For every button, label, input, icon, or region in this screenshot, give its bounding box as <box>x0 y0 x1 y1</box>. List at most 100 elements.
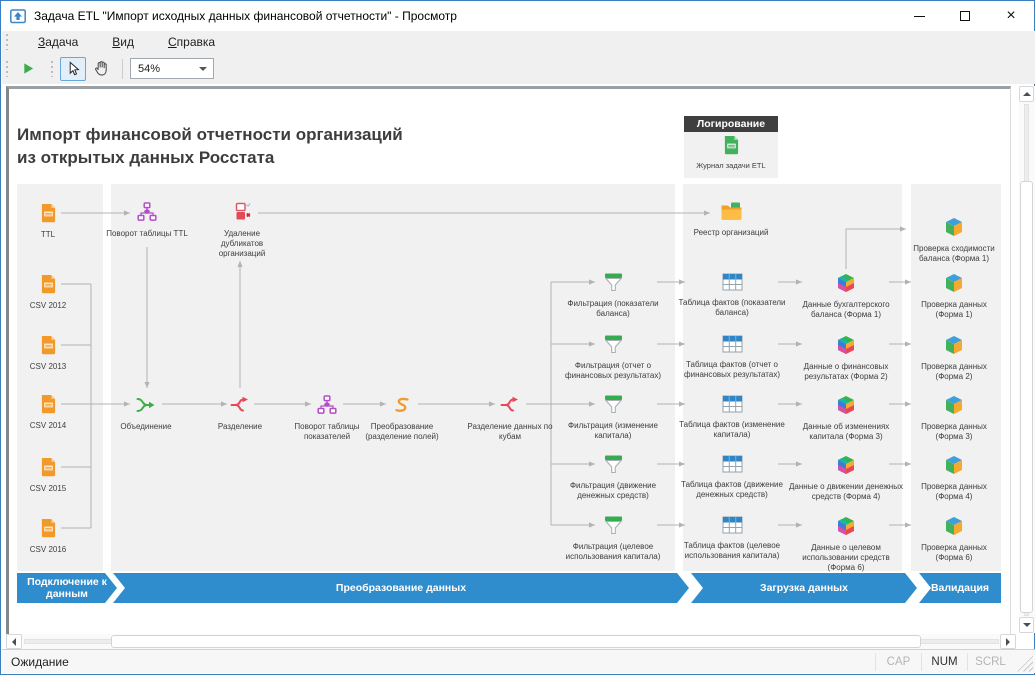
node-check-form1[interactable]: Проверка данных (Форма 1) <box>909 273 999 320</box>
horizontal-scrollbar[interactable] <box>6 634 1016 650</box>
etl-journal-icon[interactable] <box>723 136 740 155</box>
node-split[interactable]: Разделение <box>198 395 282 432</box>
node-cube-form1[interactable]: Данные бухгалтерского баланса (Форма 1) <box>790 273 902 320</box>
zoom-combobox[interactable]: 54% <box>130 58 214 79</box>
dedupe-icon <box>232 202 252 222</box>
app-icon <box>10 8 26 24</box>
node-check-form6[interactable]: Проверка данных (Форма 6) <box>909 516 999 563</box>
vertical-scrollbar[interactable] <box>1019 86 1035 633</box>
num-lock-indicator: NUM <box>921 652 967 671</box>
node-check-form4[interactable]: Проверка данных (Форма 4) <box>909 455 999 502</box>
node-cube-form3[interactable]: Данные об изменениях капитала (Форма 3) <box>790 395 902 442</box>
node-dedupe-orgs[interactable]: Удаление дубликатов организаций <box>205 202 279 259</box>
node-label: CSV 2012 <box>29 301 67 310</box>
node-csv-2012[interactable]: CSV 2012 <box>13 275 83 311</box>
node-label: Данные о целевом использовании средств (… <box>802 543 890 572</box>
lane-panel-transformation <box>111 184 675 571</box>
close-button[interactable]: × <box>988 1 1034 31</box>
table-icon <box>722 335 743 355</box>
play-icon <box>23 63 33 74</box>
run-button[interactable] <box>15 57 41 81</box>
node-label: Проверка данных (Форма 2) <box>921 362 987 381</box>
node-split-cubes[interactable]: Разделение данных по кубам <box>464 395 556 442</box>
vertical-scroll-thumb[interactable] <box>1020 181 1033 613</box>
node-cube-form6[interactable]: Данные о целевом использовании средств (… <box>794 516 898 573</box>
select-tool-button[interactable] <box>60 56 86 81</box>
node-label: Проверка данных (Форма 1) <box>921 300 987 319</box>
scroll-left-button[interactable] <box>6 634 22 649</box>
filter-icon <box>603 515 624 535</box>
node-check-form2[interactable]: Проверка данных (Форма 2) <box>909 335 999 382</box>
cursor-icon <box>69 61 80 76</box>
minimize-icon <box>913 15 925 17</box>
menu-grip <box>5 34 8 50</box>
node-pivot-indicators[interactable]: Поворот таблицы показателей <box>283 395 371 442</box>
file-orange-icon <box>40 395 57 415</box>
node-filter-capital[interactable]: Фильтрация (изменение капитала) <box>559 394 667 441</box>
node-filter-finresults[interactable]: Фильтрация (отчет о финансовых результат… <box>556 334 670 381</box>
merge-icon <box>136 395 156 415</box>
node-label: Фильтрация (показатели баланса) <box>567 299 659 318</box>
menu-item-help[interactable]: Справка <box>168 35 216 49</box>
node-check-balance-form1[interactable]: Проверка сходимости баланса (Форма 1) <box>906 217 1002 264</box>
node-csv-2016[interactable]: CSV 2016 <box>13 519 83 555</box>
minimize-button[interactable] <box>896 1 942 31</box>
horizontal-scroll-thumb[interactable] <box>111 635 921 648</box>
toolbar: 54% <box>2 53 1035 84</box>
split-icon <box>230 395 250 415</box>
node-fact-target[interactable]: Таблица фактов (целевое использования ка… <box>675 516 789 561</box>
node-merge[interactable]: Объединение <box>104 395 188 432</box>
node-fact-finresults[interactable]: Таблица фактов (отчет о финансовых резул… <box>675 335 789 380</box>
cube-icon <box>836 455 856 475</box>
node-label: Таблица фактов (отчет о финансовых резул… <box>684 360 780 379</box>
cube-icon <box>836 335 856 355</box>
node-fact-capital[interactable]: Таблица фактов (изменение капитала) <box>678 395 786 440</box>
etl-journal-label: Журнал задачи ETL <box>696 161 766 170</box>
table-icon <box>722 516 743 536</box>
node-transform-fields[interactable]: Преобразование (разделение полей) <box>352 395 452 442</box>
cube-check-icon <box>944 516 964 536</box>
file-orange-icon <box>40 204 57 224</box>
node-csv-2014[interactable]: CSV 2014 <box>13 395 83 431</box>
node-fact-balance[interactable]: Таблица фактов (показатели баланса) <box>678 273 786 318</box>
node-label: CSV 2015 <box>29 484 67 493</box>
menu-item-view[interactable]: Вид <box>112 35 134 49</box>
node-filter-balance[interactable]: Фильтрация (показатели баланса) <box>559 272 667 319</box>
node-fact-cashflow[interactable]: Таблица фактов (движение денежных средст… <box>675 455 789 500</box>
scroll-up-button[interactable] <box>1019 86 1034 102</box>
cube-check-icon <box>944 335 964 355</box>
node-label: Таблица фактов (движение денежных средст… <box>681 480 783 499</box>
node-csv-2015[interactable]: CSV 2015 <box>13 458 83 494</box>
node-filter-cashflow[interactable]: Фильтрация (движение денежных средств) <box>559 454 667 501</box>
maximize-icon <box>960 11 970 21</box>
node-csv-2013[interactable]: CSV 2013 <box>13 336 83 372</box>
node-filter-target[interactable]: Фильтрация (целевое использования капита… <box>556 515 670 562</box>
lane-band-transformation: Преобразование данных <box>113 573 689 603</box>
resize-grip[interactable] <box>1017 655 1033 672</box>
diagram-viewport: Импорт финансовой отчетности организаций… <box>9 89 1010 634</box>
filter-icon <box>603 454 624 474</box>
node-cube-form2[interactable]: Данные о финансовых результатах (Форма 2… <box>790 335 902 382</box>
menu-item-task[interactable]: Задача <box>38 35 79 49</box>
table-icon <box>722 455 743 475</box>
node-cube-form4[interactable]: Данные о движении денежных средств (Форм… <box>787 455 905 502</box>
file-orange-icon <box>40 458 57 478</box>
filter-icon <box>603 334 624 354</box>
arrow-left-icon <box>12 637 16 646</box>
maximize-button[interactable] <box>942 1 988 31</box>
node-label: Данные об изменениях капитала (Форма 3) <box>802 422 890 441</box>
file-orange-icon <box>40 336 57 356</box>
node-pivot-ttl[interactable]: Поворот таблицы TTL <box>105 202 189 239</box>
pivot-icon <box>137 202 157 222</box>
cube-icon <box>836 516 856 536</box>
node-check-form3[interactable]: Проверка данных (Форма 3) <box>909 395 999 442</box>
pan-tool-button[interactable] <box>88 57 114 81</box>
node-label: Данные о движении денежных средств (Форм… <box>789 482 903 501</box>
status-text: Ожидание <box>11 654 69 669</box>
diagram-canvas[interactable]: Импорт финансовой отчетности организаций… <box>6 86 1011 634</box>
scroll-right-button[interactable] <box>1000 634 1016 649</box>
node-org-registry[interactable]: Реестр организаций <box>683 202 779 238</box>
scroll-down-button[interactable] <box>1019 617 1034 633</box>
node-ttl[interactable]: TTL <box>13 204 83 240</box>
